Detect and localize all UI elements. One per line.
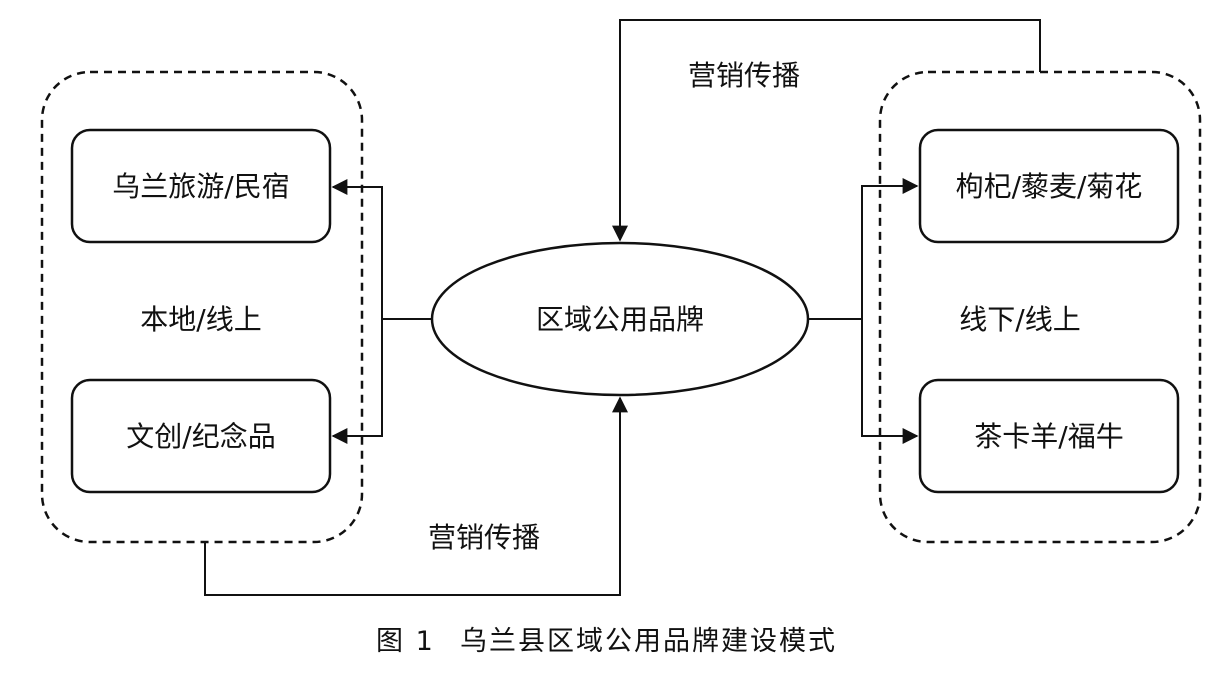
figure-title: 乌兰县区域公用品牌建设模式 (460, 626, 837, 657)
left-connector-top-arrow (331, 179, 383, 319)
right-bottom-box-label: 茶卡羊/福牛 (974, 420, 1123, 453)
left-group-outline (40, 70, 364, 544)
right-connector-bottom-arrow (861, 319, 919, 444)
bottom-flow-label: 营销传播 (428, 521, 540, 554)
top-marketing-flow-arrow (612, 19, 1041, 242)
left-top-box (70, 128, 332, 244)
right-top-box-label: 枸杞/藜麦/菊花 (956, 170, 1143, 203)
right-bottom-box (918, 378, 1180, 494)
left-bottom-box (70, 378, 332, 494)
right-group-label: 线下/线上 (959, 303, 1080, 336)
left-top-box-label: 乌兰旅游/民宿 (112, 170, 289, 203)
right-top-box (918, 128, 1180, 244)
figure-number: 图 1 (376, 626, 435, 657)
left-bottom-box-label: 文创/纪念品 (126, 420, 275, 453)
bottom-marketing-flow-arrow (204, 396, 628, 596)
top-flow-label: 营销传播 (688, 59, 800, 92)
right-connector-top-arrow (861, 178, 919, 319)
left-connector-bottom-arrow (331, 319, 383, 444)
center-brand-label: 区域公用品牌 (536, 303, 704, 336)
left-group-label: 本地/线上 (140, 303, 261, 336)
